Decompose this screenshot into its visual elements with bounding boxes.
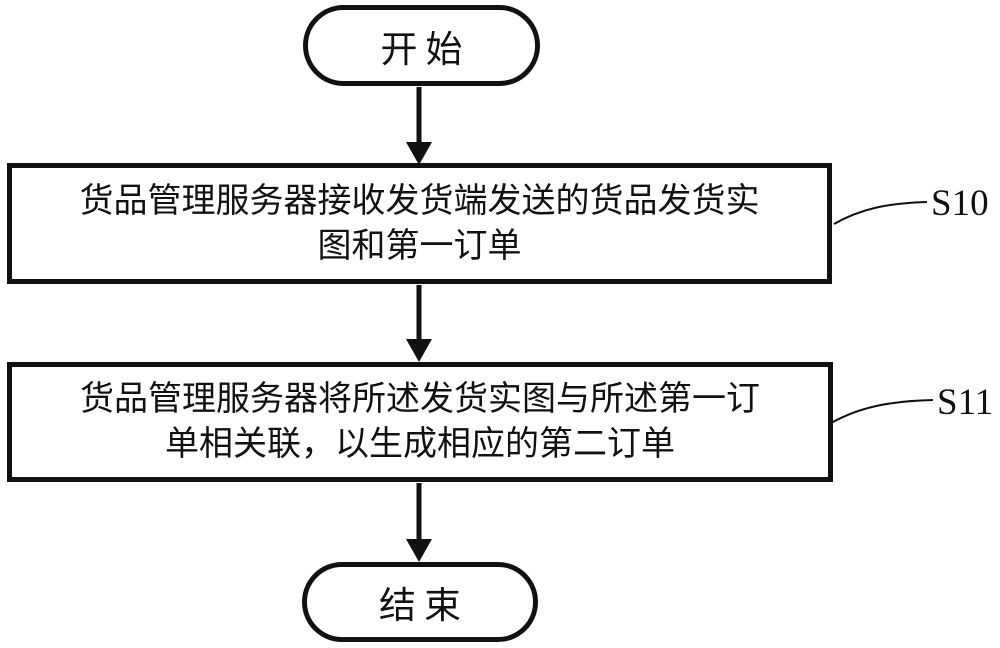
step-label-s11: S11 — [937, 382, 994, 423]
step-label-s10: S10 — [931, 183, 989, 224]
process-box-s11: 货品管理服务器将所述发货实图与所述第一订 单相关联，以生成相应的第二订单 — [7, 362, 833, 482]
process-s11-text-line1: 货品管理服务器将所述发货实图与所述第一订 — [80, 379, 760, 419]
start-terminator: 开始 — [303, 5, 540, 86]
leader-line-s11 — [830, 399, 934, 424]
arrow-step1-to-step2 — [406, 285, 432, 362]
arrow-step2-to-end — [406, 483, 432, 562]
process-s10-text-line1: 货品管理服务器接收发货端发送的货品发货实 — [79, 180, 760, 221]
start-label: 开始 — [380, 27, 471, 71]
leader-line-s10 — [833, 201, 928, 225]
process-s11-text-line2: 单相关联，以生成相应的第二订单 — [165, 424, 675, 464]
process-box-s10: 货品管理服务器接收发货端发送的货品发货实 图和第一订单 — [7, 163, 832, 284]
end-label: 结束 — [379, 584, 469, 627]
process-s10-text-line2: 图和第一订单 — [317, 225, 522, 266]
arrow-start-to-step1 — [406, 87, 432, 165]
end-terminator: 结束 — [302, 562, 538, 642]
